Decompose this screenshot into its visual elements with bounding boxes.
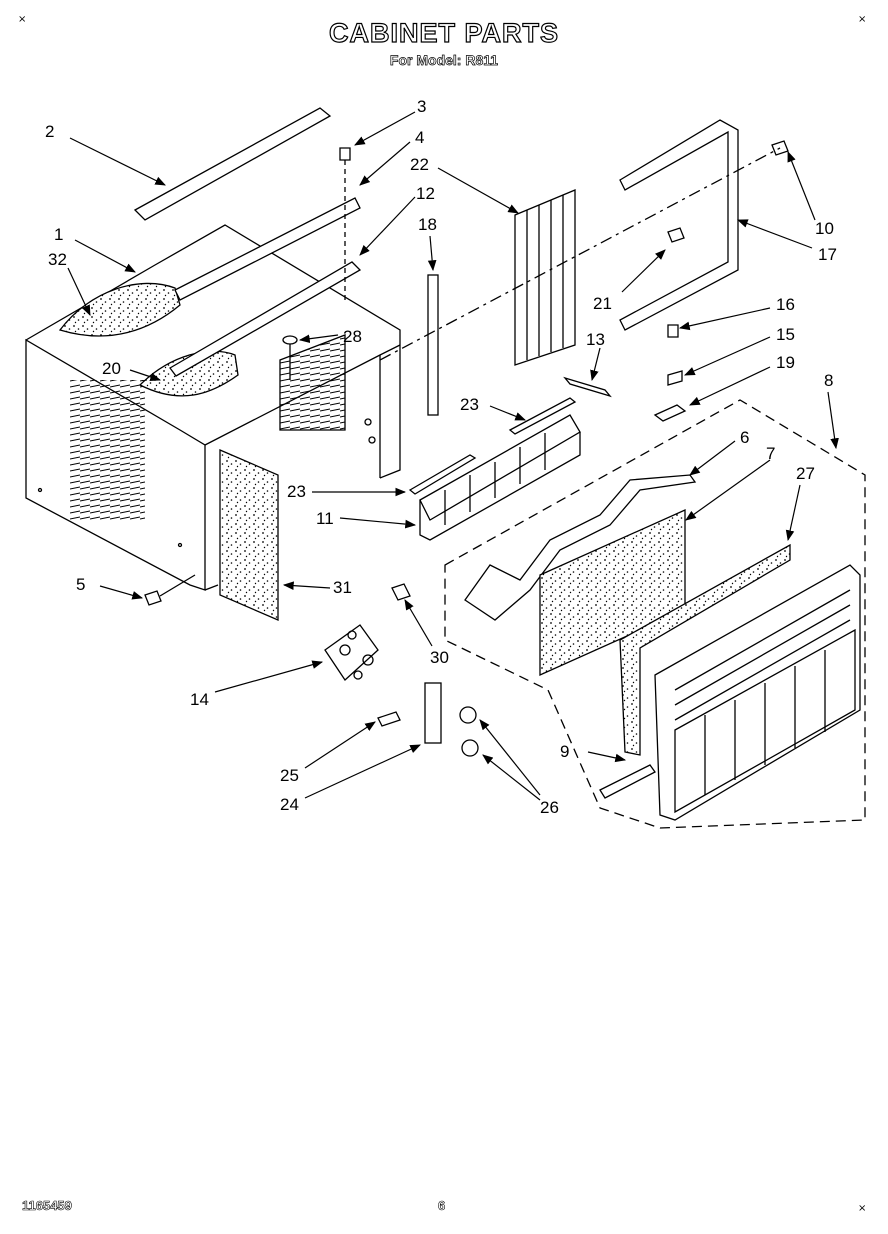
corner-mark-bottom-right: × xyxy=(858,1203,867,1214)
part-label-21: 21 xyxy=(593,294,612,313)
part-label-8: 8 xyxy=(824,371,833,390)
part-label-5: 5 xyxy=(76,575,85,594)
rail-4 xyxy=(174,197,361,301)
damper-13 xyxy=(563,376,612,398)
part-label-2: 2 xyxy=(45,122,54,141)
part-label-13: 13 xyxy=(586,330,605,349)
part-label-11: 11 xyxy=(316,509,334,528)
part-label-10: 10 xyxy=(815,219,834,238)
part-label-1: 1 xyxy=(54,225,63,244)
rod-23-lower xyxy=(408,454,477,495)
bracket-19 xyxy=(653,404,687,422)
strip-9 xyxy=(599,764,656,799)
rail-12 xyxy=(169,261,362,377)
fastener-26-upper xyxy=(459,706,477,724)
rod-23-upper xyxy=(508,397,577,435)
part-label-9: 9 xyxy=(560,742,569,761)
part-label-4: 4 xyxy=(415,128,424,147)
insulation-20 xyxy=(138,350,239,397)
part-label-31: 31 xyxy=(333,578,352,597)
part-label-27: 27 xyxy=(796,464,815,483)
louver-assembly-11 xyxy=(419,414,581,521)
document-number: 1165459 xyxy=(22,1198,73,1214)
page-number: 6 xyxy=(438,1198,446,1214)
part-label-32: 32 xyxy=(48,250,67,269)
fastener-26-lower xyxy=(461,739,479,757)
gasket-27 xyxy=(619,543,791,756)
part-label-16: 16 xyxy=(776,295,795,314)
screw-16 xyxy=(667,324,679,338)
part-label-12: 12 xyxy=(416,184,435,203)
part-label-6: 6 xyxy=(740,428,749,447)
part-label-25: 25 xyxy=(280,766,299,785)
part-label-15: 15 xyxy=(776,325,795,344)
part-label-7: 7 xyxy=(766,444,775,463)
part-label-20: 20 xyxy=(102,359,121,378)
part-label-14: 14 xyxy=(190,690,209,709)
part-label-3: 3 xyxy=(417,97,426,116)
page-title: CABINET PARTS xyxy=(328,17,559,48)
part-label-22: 22 xyxy=(410,155,429,174)
screw-3 xyxy=(339,147,351,161)
model-subtitle: For Model: R811 xyxy=(389,52,499,69)
filter-31 xyxy=(219,449,279,621)
part-label-23-lower: 23 xyxy=(287,482,306,501)
rail-2 xyxy=(133,107,332,221)
hardware-kit-14 xyxy=(324,624,379,681)
front-assembly-boundary-8 xyxy=(444,399,866,829)
corner-mark-top-right: × xyxy=(858,14,867,25)
pin-28 xyxy=(282,335,298,345)
frame-17 xyxy=(619,119,739,331)
leader-lines xyxy=(67,111,839,801)
screw-21 xyxy=(667,227,685,243)
part-label-17: 17 xyxy=(818,245,837,264)
handle-6 xyxy=(464,474,697,621)
part-label-23-upper: 23 xyxy=(460,395,479,414)
clip-15 xyxy=(667,370,683,386)
cabinet-shell xyxy=(25,224,401,591)
part-label-30: 30 xyxy=(430,648,449,667)
insulation-32 xyxy=(58,282,181,337)
corner-mark-top-left: × xyxy=(18,14,27,25)
part-label-18: 18 xyxy=(418,215,437,234)
cabinet-drawing xyxy=(25,107,866,829)
bracket-24 xyxy=(424,682,442,744)
part-label-19: 19 xyxy=(776,353,795,372)
screw-5 xyxy=(144,590,162,606)
clip-30 xyxy=(391,583,411,601)
part-number-labels: 2 3 4 22 12 18 10 17 1 32 21 16 28 13 15… xyxy=(45,97,837,817)
part-label-26: 26 xyxy=(540,798,559,817)
part-25 xyxy=(377,711,401,727)
part-label-28: 28 xyxy=(343,327,362,346)
part-label-24: 24 xyxy=(280,795,299,814)
bracket-18 xyxy=(427,274,439,416)
gasket-22 xyxy=(514,189,576,366)
